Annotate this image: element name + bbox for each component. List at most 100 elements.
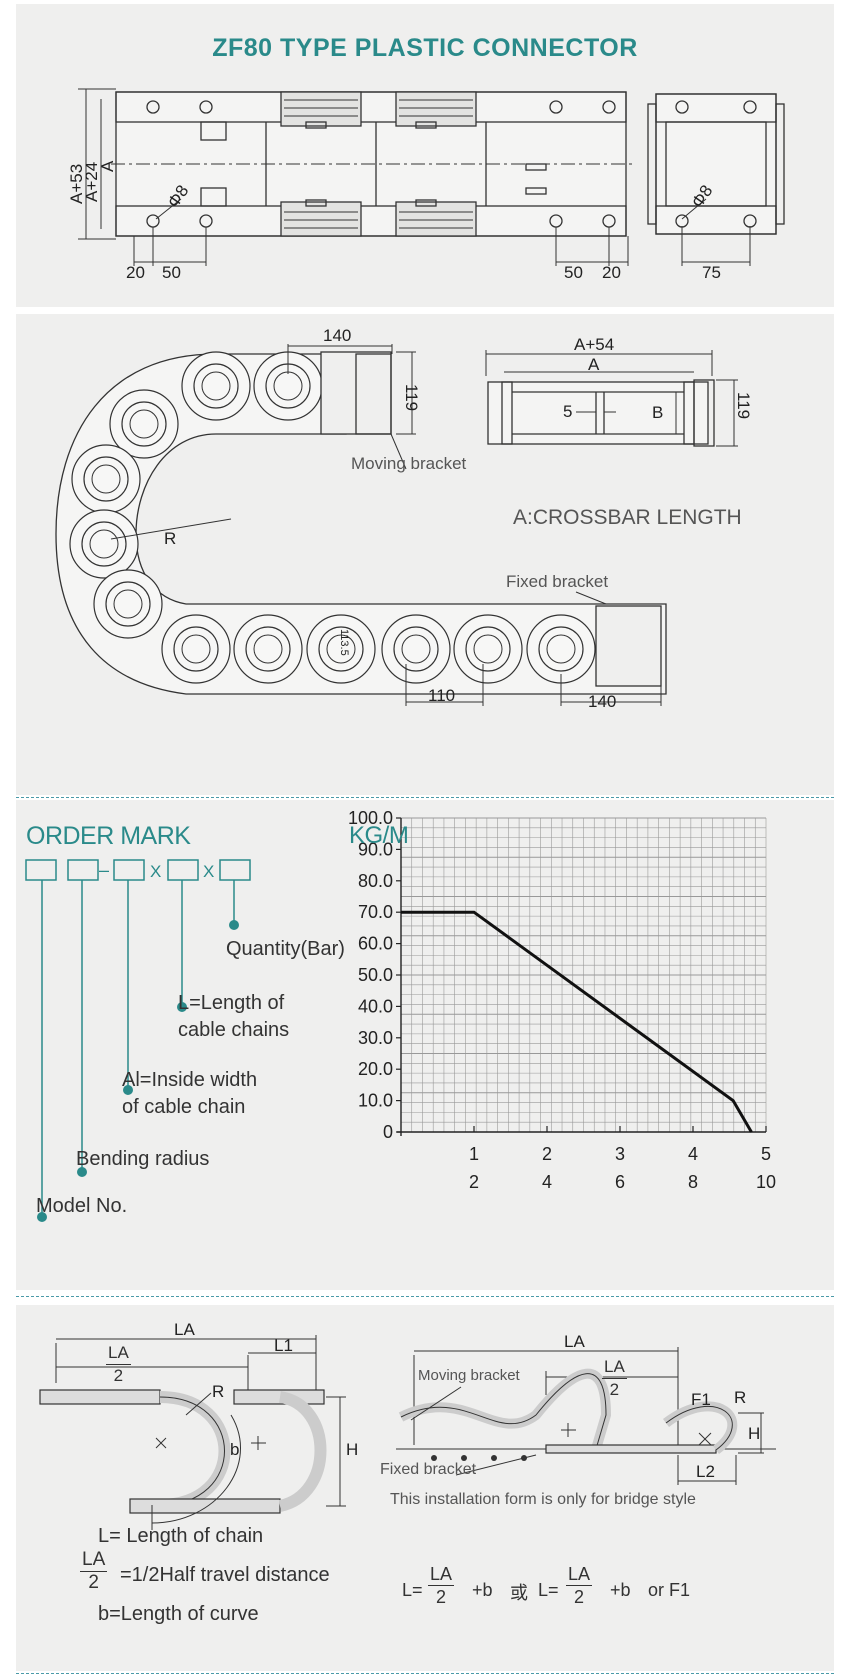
y-tick-label: 0 bbox=[383, 1122, 393, 1142]
divider-2 bbox=[16, 1296, 834, 1297]
chain-link bbox=[109, 389, 179, 459]
chain-link-ring bbox=[393, 626, 439, 672]
dim-gap: 5 bbox=[563, 402, 572, 421]
chain-link-ring bbox=[173, 626, 219, 672]
chain-link bbox=[306, 614, 376, 684]
left-la: LA bbox=[174, 1320, 195, 1339]
order-mark-diagram: – X X 100.0 90.0 80.0 70.0 60.0 50.0 40.0 30.0 2… bbox=[25, 808, 776, 1222]
chain-link bbox=[381, 614, 451, 684]
dim-119-top: 119 bbox=[402, 384, 421, 411]
x-tick-label-row2: 4 bbox=[542, 1172, 552, 1192]
chain-link-hole bbox=[89, 529, 119, 559]
top-drawing-panel: ZF80 TYPE PLASTIC CONNECTOR bbox=[16, 4, 834, 307]
x-tick-label-row1: 3 bbox=[615, 1144, 625, 1164]
formula-l2: L= bbox=[538, 1580, 559, 1600]
chain-link-ring bbox=[465, 626, 511, 672]
chain-link bbox=[453, 614, 523, 684]
legend-chain: L= Length of chain bbox=[98, 1525, 264, 1547]
chain-link-ring bbox=[121, 401, 167, 447]
dim-b: B bbox=[652, 403, 663, 422]
order-quantity-label: Quantity(Bar) bbox=[226, 938, 345, 960]
y-tick-label: 70.0 bbox=[358, 902, 393, 922]
order-x1: X bbox=[150, 862, 161, 881]
load-series-point bbox=[473, 911, 475, 913]
formula-b2: +b bbox=[610, 1580, 631, 1600]
dim-110: 110 bbox=[428, 686, 455, 705]
right-r: R bbox=[734, 1388, 746, 1407]
chain-link bbox=[526, 614, 596, 684]
load-series-point bbox=[732, 1100, 734, 1102]
dim-140-bottom: 140 bbox=[588, 692, 616, 711]
y-tick-label: 90.0 bbox=[358, 839, 393, 859]
y-tick-label: 80.0 bbox=[358, 871, 393, 891]
order-model-label: Model No. bbox=[36, 1195, 128, 1217]
x-tick-label-row2: 8 bbox=[688, 1172, 698, 1192]
x-tick-label-row2: 10 bbox=[756, 1172, 776, 1192]
dim-50-right: 50 bbox=[564, 263, 583, 282]
chain-link-hole bbox=[129, 409, 159, 439]
chain-link-ring bbox=[193, 363, 239, 409]
x-tick-label-row1: 2 bbox=[542, 1144, 552, 1164]
order-x2: X bbox=[203, 862, 214, 881]
moving-bracket-label: Moving bracket bbox=[351, 454, 467, 473]
dim-20-left: 20 bbox=[126, 263, 145, 282]
chain-link-hole bbox=[326, 634, 356, 664]
left-r: R bbox=[212, 1382, 224, 1401]
load-series-point bbox=[400, 911, 402, 913]
y-tick-label: 10.0 bbox=[358, 1091, 393, 1111]
dim-a54: A+54 bbox=[574, 335, 614, 354]
order-width-label-2: of cable chain bbox=[122, 1096, 246, 1118]
chain-link-hole bbox=[401, 634, 431, 664]
formula-or-f1: or F1 bbox=[648, 1580, 691, 1600]
installation-drawings: LA L1 R b H LA F1 R H L2 bbox=[39, 1320, 776, 1530]
chain-link-hole bbox=[546, 634, 576, 664]
chain-curve-drawing: 140 119 R 113.5 110 140 A+54 A 5 B 119 bbox=[55, 326, 753, 711]
load-chart: 100.0 90.0 80.0 70.0 60.0 50.0 40.0 30.0 20.0 10.… bbox=[348, 808, 776, 1192]
chain-link bbox=[71, 444, 141, 514]
dim-r: R bbox=[164, 529, 176, 548]
y-tick-label: 20.0 bbox=[358, 1059, 393, 1079]
y-tick-label: 30.0 bbox=[358, 1028, 393, 1048]
load-series-point bbox=[750, 1131, 752, 1133]
chain-link bbox=[181, 351, 251, 421]
chain-link-ring bbox=[538, 626, 584, 672]
order-bending-label: Bending radius bbox=[76, 1148, 210, 1170]
page-title: ZF80 TYPE PLASTIC CONNECTOR bbox=[212, 34, 638, 62]
bridge-note: This installation form is only for bridg… bbox=[390, 1491, 696, 1508]
crossbar-length-label: A:CROSSBAR LENGTH bbox=[513, 506, 742, 529]
legend-half-travel: =1/2Half travel distance bbox=[120, 1564, 330, 1586]
chain-link-hole bbox=[91, 464, 121, 494]
chain-link-ring bbox=[81, 521, 127, 567]
load-series-line bbox=[401, 910, 753, 1133]
chain-link bbox=[161, 614, 231, 684]
dim-75: 75 bbox=[702, 263, 721, 282]
dim-a24: A+24 bbox=[82, 162, 101, 202]
divider-1 bbox=[16, 797, 834, 798]
right-h: H bbox=[748, 1424, 760, 1443]
chain-side-drawing: A+53 A+24 A Φ8 20 50 50 20 Φ8 75 bbox=[67, 88, 785, 282]
y-tick-label: 50.0 bbox=[358, 965, 393, 985]
right-l2: L2 bbox=[696, 1462, 715, 1481]
left-h: H bbox=[346, 1440, 358, 1459]
order-dash: – bbox=[99, 860, 109, 880]
right-f1: F1 bbox=[691, 1390, 711, 1409]
right-la: LA bbox=[564, 1332, 585, 1351]
y-tick-label: 100.0 bbox=[348, 808, 393, 828]
chain-link-ring bbox=[83, 456, 129, 502]
fixed-bracket-label: Fixed bracket bbox=[506, 572, 609, 591]
y-tick-label: 60.0 bbox=[358, 934, 393, 954]
chain-link-ring bbox=[105, 581, 151, 627]
chain-link-hole bbox=[201, 371, 231, 401]
chain-link-ring bbox=[245, 626, 291, 672]
y-tick-label: 40.0 bbox=[358, 996, 393, 1016]
x-tick-label-row1: 1 bbox=[469, 1144, 479, 1164]
legend-curve: b=Length of curve bbox=[98, 1603, 259, 1625]
x-tick-label-row2: 6 bbox=[615, 1172, 625, 1192]
left-l1: L1 bbox=[274, 1336, 293, 1355]
x-tick-label-row1: 4 bbox=[688, 1144, 698, 1164]
